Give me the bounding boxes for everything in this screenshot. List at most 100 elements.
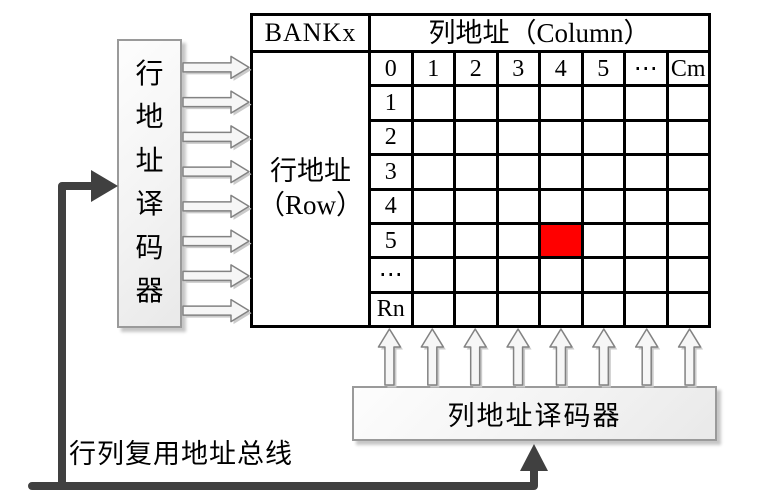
row-decoder-char: 行 — [135, 59, 164, 90]
bank-label-cell: BANKx — [253, 16, 368, 50]
row-arrow-icon — [182, 55, 250, 80]
grid-cell — [456, 190, 496, 222]
row-arrow-icon — [182, 298, 250, 323]
grid-cell — [668, 259, 708, 291]
grid-cell — [626, 121, 666, 154]
column-decoder-label: 列地址译码器 — [447, 401, 622, 431]
grid-cell — [413, 156, 453, 188]
bus-label: 行列复用地址总线 — [69, 439, 293, 469]
row-arrow-shadow — [185, 163, 252, 186]
grid-cell: 3 — [371, 156, 411, 188]
row-decoder-char: 地 — [135, 102, 164, 134]
row-address-decoder-box: 行 地 址 译 码 器 — [117, 39, 182, 328]
grid-cell: 1 — [413, 53, 453, 85]
row-arrow-shadow — [185, 232, 252, 255]
column-arrow-shadow — [509, 331, 532, 388]
grid-cell — [413, 224, 453, 257]
grid-cell: 3 — [498, 53, 538, 85]
grid-cell — [541, 156, 581, 188]
column-arrow-icon — [592, 328, 616, 386]
grid-cell — [668, 293, 708, 325]
grid-cell — [456, 156, 496, 188]
bus-right-arrowhead-icon — [91, 170, 118, 202]
row-arrow-icon — [182, 194, 250, 219]
row-arrow-shadow — [185, 267, 252, 290]
row-decoder-char: 译 — [135, 189, 164, 221]
grid-cell: 1 — [371, 87, 411, 119]
grid-cell — [668, 190, 708, 222]
grid-cell — [626, 259, 666, 291]
grid-cell — [413, 121, 453, 154]
grid-cell — [541, 190, 581, 222]
grid-cell — [626, 156, 666, 188]
grid-cell — [541, 259, 581, 291]
row-header-line2: （Row） — [257, 190, 363, 220]
grid-cell — [583, 87, 623, 119]
grid-cell — [583, 259, 623, 291]
column-arrow-icon — [677, 328, 702, 386]
column-arrow-shadow — [595, 331, 618, 388]
grid-cell — [498, 224, 538, 257]
column-arrow-icon — [420, 328, 445, 386]
column-address-decoder-box: 列地址译码器 — [352, 386, 717, 441]
grid-cell: Cm — [668, 53, 708, 85]
column-arrow-shadow — [681, 331, 704, 388]
column-arrow-shadow — [638, 331, 661, 388]
grid-cell — [456, 259, 496, 291]
grid-cell — [498, 121, 538, 154]
row-arrow-shadow — [185, 128, 252, 151]
row-arrow-shadow — [185, 58, 252, 81]
grid-cell — [456, 293, 496, 325]
row-arrow-shadow — [185, 302, 252, 325]
grid-cell: 5 — [583, 53, 623, 85]
grid-cell — [541, 293, 581, 325]
row-arrow-icon — [182, 229, 250, 253]
grid-cell — [583, 224, 623, 257]
grid-cell — [626, 190, 666, 222]
row-header-line1: 行地址 — [270, 156, 351, 187]
row-arrow-shadow — [185, 197, 252, 220]
grid-cell: 4 — [541, 53, 581, 85]
column-arrow-shadow — [466, 331, 489, 388]
grid-cell: ⋯ — [371, 259, 411, 291]
grid-cell — [626, 293, 666, 325]
grid-cell — [498, 293, 538, 325]
grid-cell — [541, 87, 581, 119]
grid-cell: 2 — [371, 121, 411, 154]
column-arrow-icon — [463, 328, 487, 386]
grid-cell — [413, 87, 453, 119]
row-decoder-char: 器 — [135, 275, 164, 307]
grid-cell — [456, 87, 496, 119]
row-decoder-char: 码 — [135, 232, 164, 264]
row-arrow-shadow — [185, 93, 252, 116]
row-arrow-icon — [182, 125, 250, 149]
row-arrow-icon — [182, 159, 250, 184]
grid-cell — [498, 156, 538, 188]
grid-cell — [498, 190, 538, 222]
grid-cell: 2 — [456, 53, 496, 85]
column-arrow-icon — [377, 328, 402, 386]
column-address-header-cell: 列地址（Column） — [371, 16, 708, 50]
grid-cell — [413, 293, 453, 325]
grid-cell: 4 — [371, 190, 411, 222]
address-bus-line — [28, 466, 538, 490]
grid-cell — [583, 156, 623, 188]
bus-up-arrowhead-icon — [520, 444, 548, 471]
grid-cell — [668, 87, 708, 119]
grid-cell — [668, 156, 708, 188]
row-arrow-icon — [182, 264, 250, 288]
grid-cell — [626, 224, 666, 257]
grid-cell — [668, 121, 708, 154]
row-decoder-char: 址 — [135, 145, 164, 177]
grid-cell — [456, 224, 496, 257]
column-arrow-icon — [506, 328, 530, 386]
grid-cell — [413, 190, 453, 222]
grid-cell — [583, 121, 623, 154]
grid-cell — [498, 259, 538, 291]
column-arrow-shadow — [423, 331, 446, 388]
grid-cell — [583, 190, 623, 222]
row-arrow-icon — [182, 90, 250, 114]
